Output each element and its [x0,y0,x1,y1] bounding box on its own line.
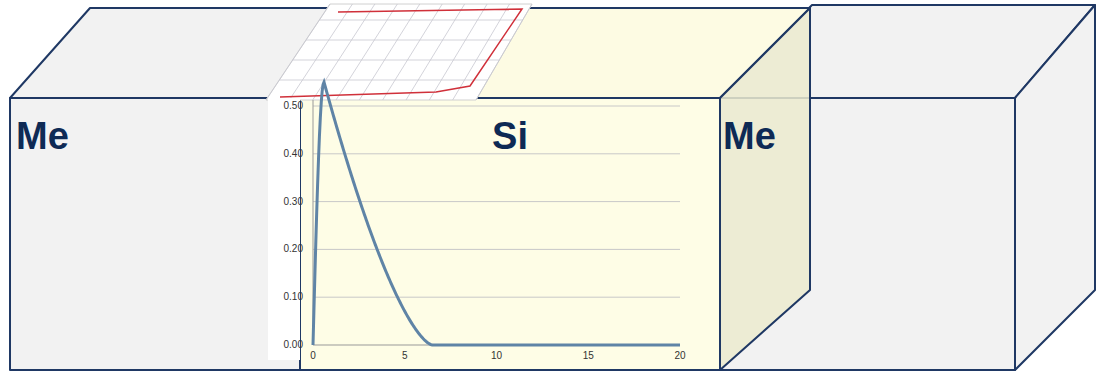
gridline [313,201,680,202]
y-axis-tick-label: 0.10 [284,292,303,302]
y-axis-tick-label: 0.00 [284,340,303,350]
chart-label-ground [268,98,300,360]
gridline [313,106,680,107]
silicon-side-face [720,8,810,370]
x-axis-tick-label: 15 [583,351,594,361]
metal-block: Me [10,98,300,370]
metal-side-face [1015,5,1095,370]
y-axis-tick-label: 0.40 [284,149,303,159]
block-label: Si [492,116,528,158]
y-axis-tick-label: 0.30 [284,197,303,207]
x-axis-tick-label: 0 [310,351,316,361]
metal-front-face [10,98,300,370]
chart-gridlines [313,106,680,297]
block-label: Me [723,116,776,158]
silicon-front-face [300,98,720,370]
chart-curve [313,82,680,345]
block-label: Me [16,116,69,158]
metal-block: Me [720,98,1015,370]
y-axis-tick-label: 0.20 [284,244,303,254]
x-axis-tick-label: 5 [402,351,408,361]
x-axis-tick-label: 20 [674,351,685,361]
silicon-block: Si [300,98,720,370]
y-axis-tick-label: 0.50 [284,101,303,111]
gridline [313,297,680,298]
x-axis-tick-label: 10 [491,351,502,361]
gridline [313,249,680,250]
grid-sketch [266,4,532,100]
